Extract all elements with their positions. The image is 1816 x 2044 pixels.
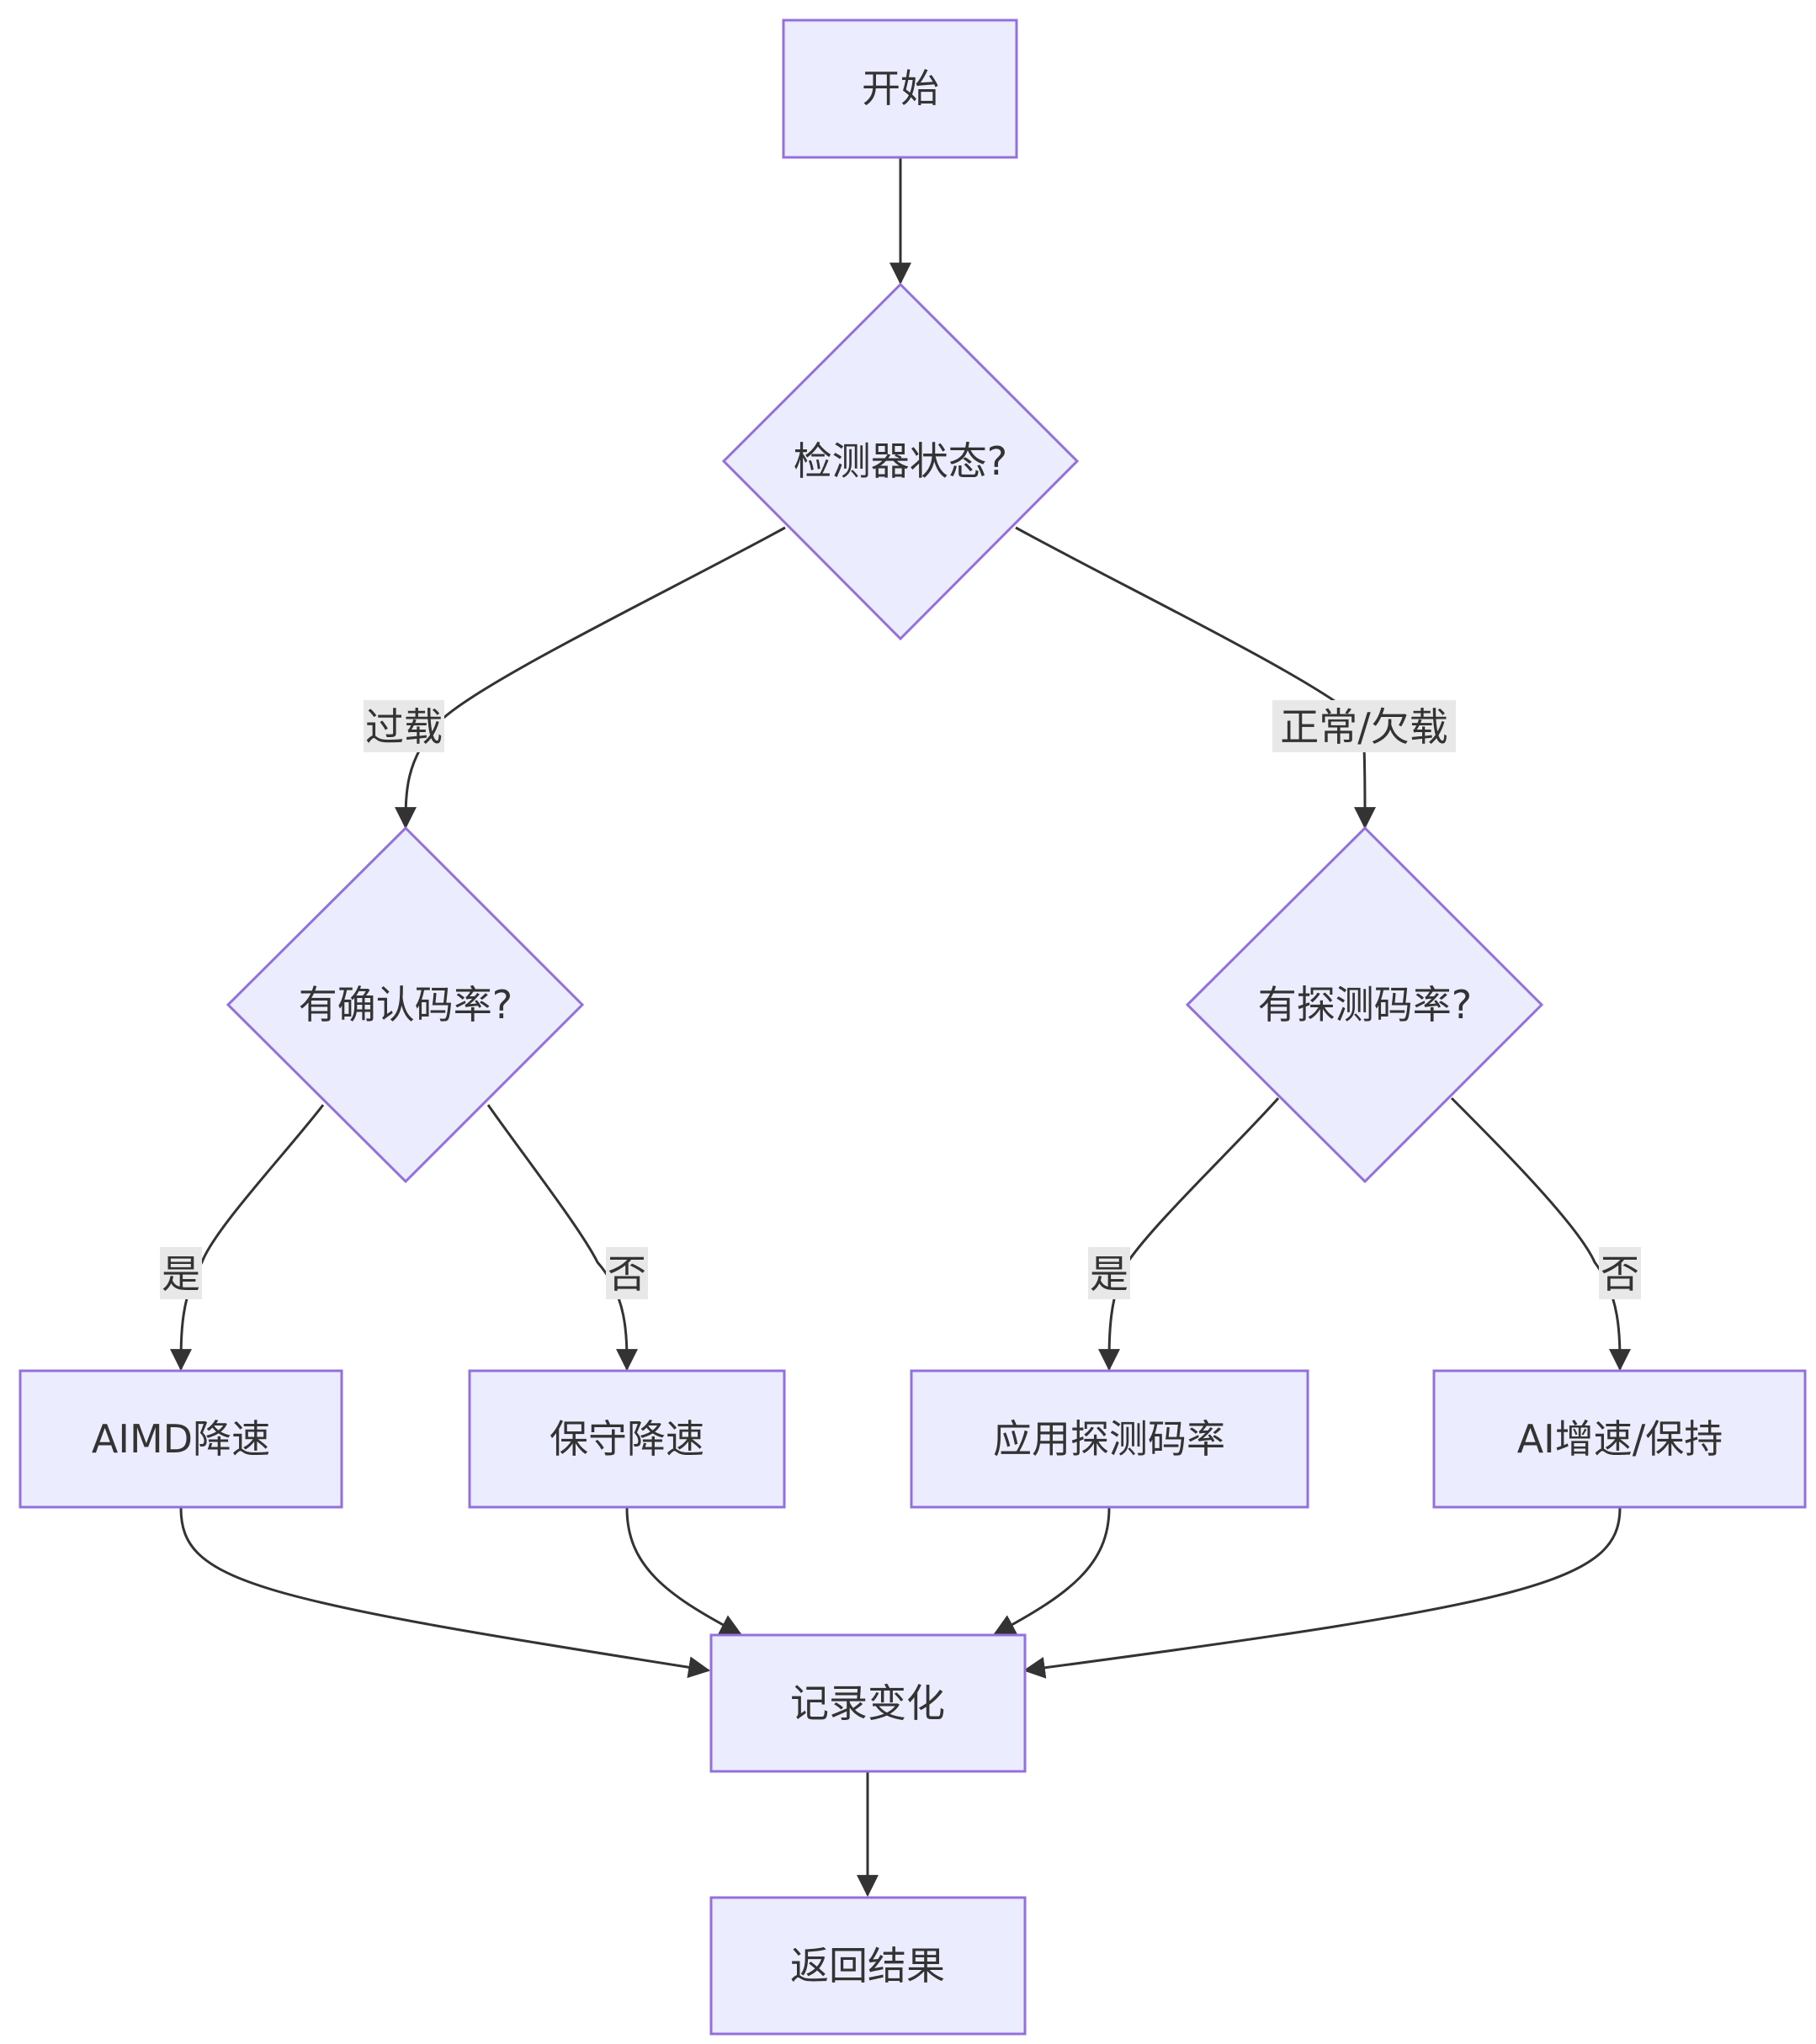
node-has-ack-rate: 有确认码率? bbox=[226, 826, 585, 1184]
edge-ack-no bbox=[486, 1104, 638, 1372]
svg-text:AI增速/保持: AI增速/保持 bbox=[1517, 1416, 1723, 1462]
edge-probe-yes bbox=[1098, 1097, 1280, 1372]
svg-text:应用探测码率: 应用探测码率 bbox=[993, 1416, 1225, 1462]
svg-text:过载: 过载 bbox=[365, 704, 443, 750]
svg-text:保守降速: 保守降速 bbox=[550, 1416, 704, 1462]
svg-text:记录变化: 记录变化 bbox=[790, 1680, 945, 1726]
edge-label-overload: 过载 bbox=[364, 700, 444, 752]
edge-label-ack-no: 否 bbox=[606, 1247, 648, 1299]
svg-text:有探测码率?: 有探测码率? bbox=[1258, 982, 1472, 1027]
edge-ack-yes bbox=[170, 1104, 325, 1372]
node-detector-state: 检测器状态? bbox=[721, 282, 1080, 641]
node-ai-increase-hold: AI增速/保持 bbox=[1432, 1369, 1807, 1509]
edge-labels: 过载 正常/欠载 是 否 是 否 bbox=[160, 700, 1641, 1299]
svg-text:否: 否 bbox=[1601, 1251, 1639, 1297]
edge-label-ack-yes: 是 bbox=[160, 1247, 202, 1299]
node-record-change: 记录变化 bbox=[709, 1633, 1027, 1773]
svg-text:是: 是 bbox=[162, 1251, 200, 1297]
edge-label-normal-underload: 正常/欠载 bbox=[1272, 700, 1456, 752]
edge-probe-no bbox=[1450, 1096, 1631, 1372]
edge-detector-to-probe bbox=[1015, 526, 1376, 830]
edge-conservative-to-record bbox=[625, 1507, 742, 1636]
svg-text:开始: 开始 bbox=[862, 66, 939, 111]
svg-text:正常/欠载: 正常/欠载 bbox=[1280, 704, 1448, 750]
svg-text:返回结果: 返回结果 bbox=[790, 1943, 945, 1988]
node-conservative-decrease: 保守降速 bbox=[468, 1369, 786, 1509]
edge-aimd-to-record bbox=[179, 1507, 711, 1679]
edge-detector-to-ack bbox=[395, 526, 786, 830]
nodes: 开始 检测器状态? 有确认码率? 有探测码率? AIMD降速 保守降速 应用探测… bbox=[19, 19, 1807, 2036]
node-apply-probe-rate: 应用探测码率 bbox=[910, 1369, 1309, 1509]
edge-label-probe-no: 否 bbox=[1599, 1247, 1641, 1299]
svg-text:否: 否 bbox=[608, 1251, 646, 1297]
edge-ai-to-record bbox=[1022, 1507, 1622, 1679]
edge-label-probe-yes: 是 bbox=[1088, 1247, 1130, 1299]
svg-text:是: 是 bbox=[1090, 1251, 1128, 1297]
svg-text:检测器状态?: 检测器状态? bbox=[794, 438, 1007, 484]
node-has-probe-rate: 有探测码率? bbox=[1185, 826, 1544, 1184]
edges bbox=[170, 158, 1631, 1898]
node-aimd-decrease: AIMD降速 bbox=[19, 1369, 343, 1509]
node-start: 开始 bbox=[782, 19, 1018, 159]
edge-apply-to-record bbox=[993, 1507, 1111, 1636]
svg-text:AIMD降速: AIMD降速 bbox=[92, 1416, 270, 1462]
svg-text:有确认码率?: 有确认码率? bbox=[299, 982, 512, 1027]
node-return-result: 返回结果 bbox=[709, 1896, 1027, 2036]
